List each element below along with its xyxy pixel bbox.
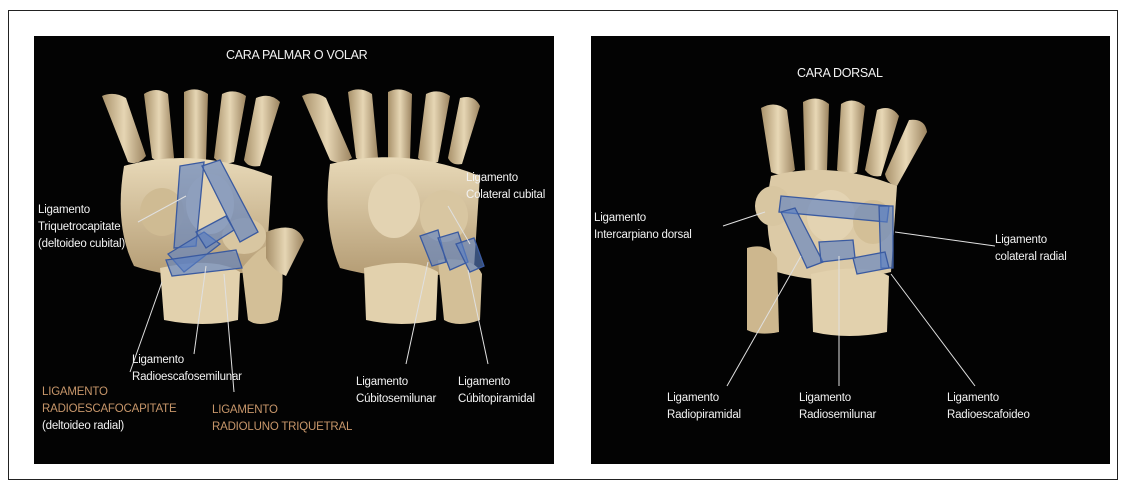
metacarpal xyxy=(184,89,208,162)
metacarpal xyxy=(102,94,146,163)
metacarpal xyxy=(348,89,378,162)
palmar-view-panel: CARA PALMAR O VOLAR Ligamento Triquetroc… xyxy=(34,36,554,464)
radius xyxy=(811,268,889,336)
label-cubitosemilunar: Ligamento Cúbitosemilunar xyxy=(356,374,436,408)
label-radioescafoideo: Ligamento Radioescafoideo xyxy=(947,390,1030,424)
label-intercarpiano-dorsal: Ligamento Intercarpiano dorsal xyxy=(594,210,692,244)
label-cubitopiramidal: Ligamento Cúbitopiramidal xyxy=(458,374,535,408)
panel-title: CARA PALMAR O VOLAR xyxy=(226,47,367,64)
ulna xyxy=(747,246,779,333)
dorsal-view-panel: CARA DORSAL Ligamento Intercarpiano dors… xyxy=(591,36,1110,464)
label-radioluno-triquetral: LIGAMENTO RADIOLUNO TRIQUETRAL xyxy=(212,402,352,436)
radius xyxy=(364,263,438,324)
metacarpal xyxy=(388,89,412,162)
capitate xyxy=(368,174,420,238)
label-colateral-radial: Ligamento colateral radial xyxy=(995,232,1067,266)
label-colateral-cubital: Ligamento Colateral cubital xyxy=(466,170,545,204)
metacarpal xyxy=(448,97,480,164)
palmar-hand-2 xyxy=(302,89,482,324)
label-radioescafocapitate: LIGAMENTO RADIOESCAFOCAPITATE (deltoideo… xyxy=(42,384,176,435)
metacarpal xyxy=(418,91,450,163)
label-radiopiramidal: Ligamento Radiopiramidal xyxy=(667,390,741,424)
metacarpal xyxy=(244,96,280,167)
metacarpal xyxy=(803,98,829,174)
label-radiosemilunar: Ligamento Radiosemilunar xyxy=(799,390,876,424)
label-triquetrocapitate: Ligamento Triquetrocapitate (deltoideo c… xyxy=(38,202,125,253)
ligament-radiosemilunar xyxy=(819,240,855,262)
metacarpal xyxy=(214,91,246,163)
panel-title: CARA DORSAL xyxy=(797,65,883,82)
metacarpal xyxy=(761,104,795,174)
label-radioescafosemilunar: Ligamento Radioescafosemilunar xyxy=(132,352,242,386)
metacarpal xyxy=(837,100,865,174)
metacarpal xyxy=(144,90,174,162)
metacarpal xyxy=(302,93,352,162)
